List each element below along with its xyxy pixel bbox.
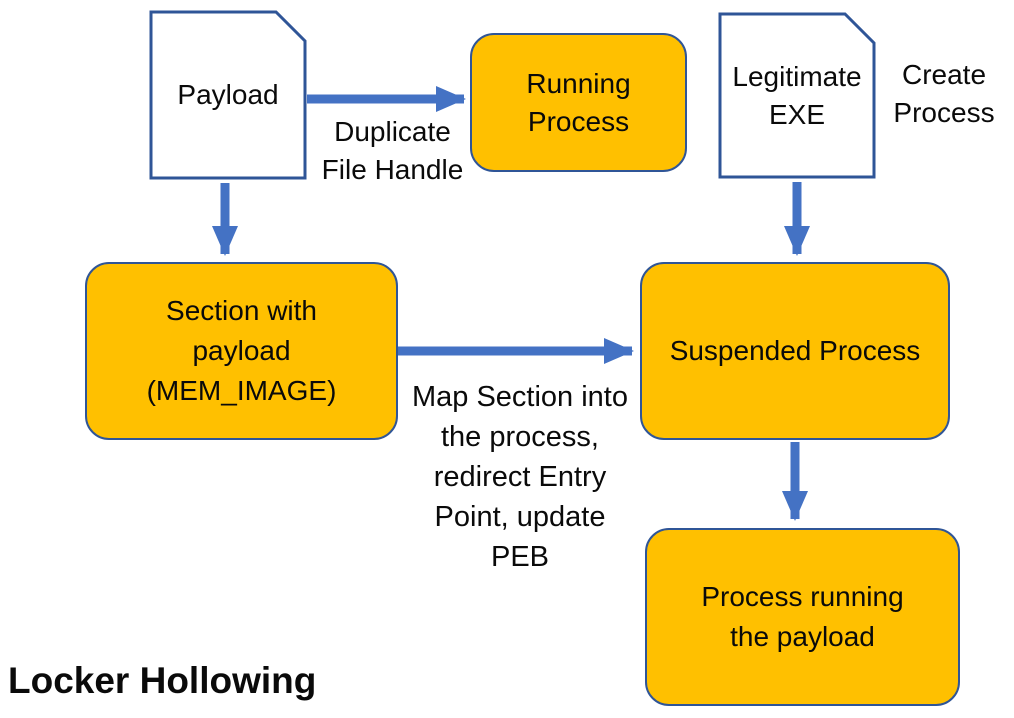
node-payload-label: Payload: [177, 79, 279, 110]
document-shape-icon: [149, 10, 307, 180]
node-payload: Payload: [149, 10, 307, 180]
edge-label-map-section: Map Section into the process, redirect E…: [411, 381, 628, 573]
node-running-process-label: Running Process: [526, 67, 631, 137]
document-shape-icon: [718, 12, 876, 179]
node-suspended-process-label: Suspended Process: [669, 335, 921, 366]
edge-label-duplicate-file-handle: Duplicate File Handle: [321, 116, 464, 185]
node-running-process: Running Process: [470, 33, 687, 172]
node-section-with-payload-label: Section with payload (MEM_IMAGE): [146, 295, 337, 406]
node-legitimate-exe-label: Legitimate EXE: [732, 60, 862, 130]
edge-label-create-process: Create Process: [893, 59, 995, 128]
node-process-running-payload: Process running the payload: [645, 528, 960, 706]
node-legitimate-exe: Legitimate EXE: [718, 12, 876, 179]
diagram-title: Locker Hollowing: [8, 660, 317, 701]
node-process-running-payload-label: Process running the payload: [701, 581, 904, 652]
node-suspended-process: Suspended Process: [640, 262, 950, 440]
node-section-with-payload: Section with payload (MEM_IMAGE): [85, 262, 398, 440]
